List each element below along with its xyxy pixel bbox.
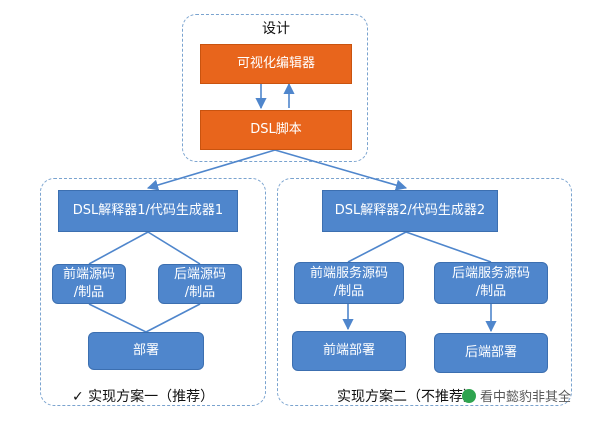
backend-source-node: 后端源码 /制品 — [158, 264, 242, 304]
backend-service-source-node: 后端服务源码 /制品 — [434, 262, 548, 304]
visual-editor-node: 可视化编辑器 — [200, 44, 352, 84]
frontend-to-deploy-line — [88, 303, 147, 333]
scheme1-group — [40, 178, 266, 406]
interpreter2-node: DSL解释器2/代码生成器2 — [322, 190, 498, 232]
scheme2-caption: 实现方案二（不推荐） — [337, 389, 477, 405]
design-group — [182, 14, 368, 162]
frontend-deploy-node: 前端部署 — [292, 331, 406, 371]
interpreter1-node: DSL解释器1/代码生成器1 — [58, 190, 238, 232]
design-group-label: 设计 — [262, 21, 290, 37]
dsl-to-interpreter1-arrow — [146, 149, 276, 191]
frontend-source-node: 前端源码 /制品 — [52, 264, 126, 304]
backend-deploy-node: 后端部署 — [434, 333, 548, 373]
interpreter2-to-frontend-svc-line — [347, 231, 407, 263]
interpreter1-to-frontend-line — [88, 231, 149, 265]
dsl-script-node: DSL脚本 — [200, 110, 352, 150]
deploy-node: 部署 — [88, 332, 204, 370]
backend-to-deploy-line — [145, 303, 201, 333]
interpreter2-to-backend-svc-line — [405, 231, 492, 263]
watermark-text: 看中懿豹非其全 — [480, 390, 572, 405]
scheme2-group — [277, 178, 572, 406]
watermark: 看中懿豹非其全 — [462, 386, 571, 405]
scheme1-caption: ✓ 实现方案一（推荐） — [72, 389, 215, 405]
wechat-logo-icon — [462, 388, 476, 403]
dsl-to-interpreter2-arrow — [274, 149, 408, 191]
frontend-service-source-node: 前端服务源码 /制品 — [294, 262, 404, 304]
interpreter1-to-backend-line — [147, 231, 201, 265]
